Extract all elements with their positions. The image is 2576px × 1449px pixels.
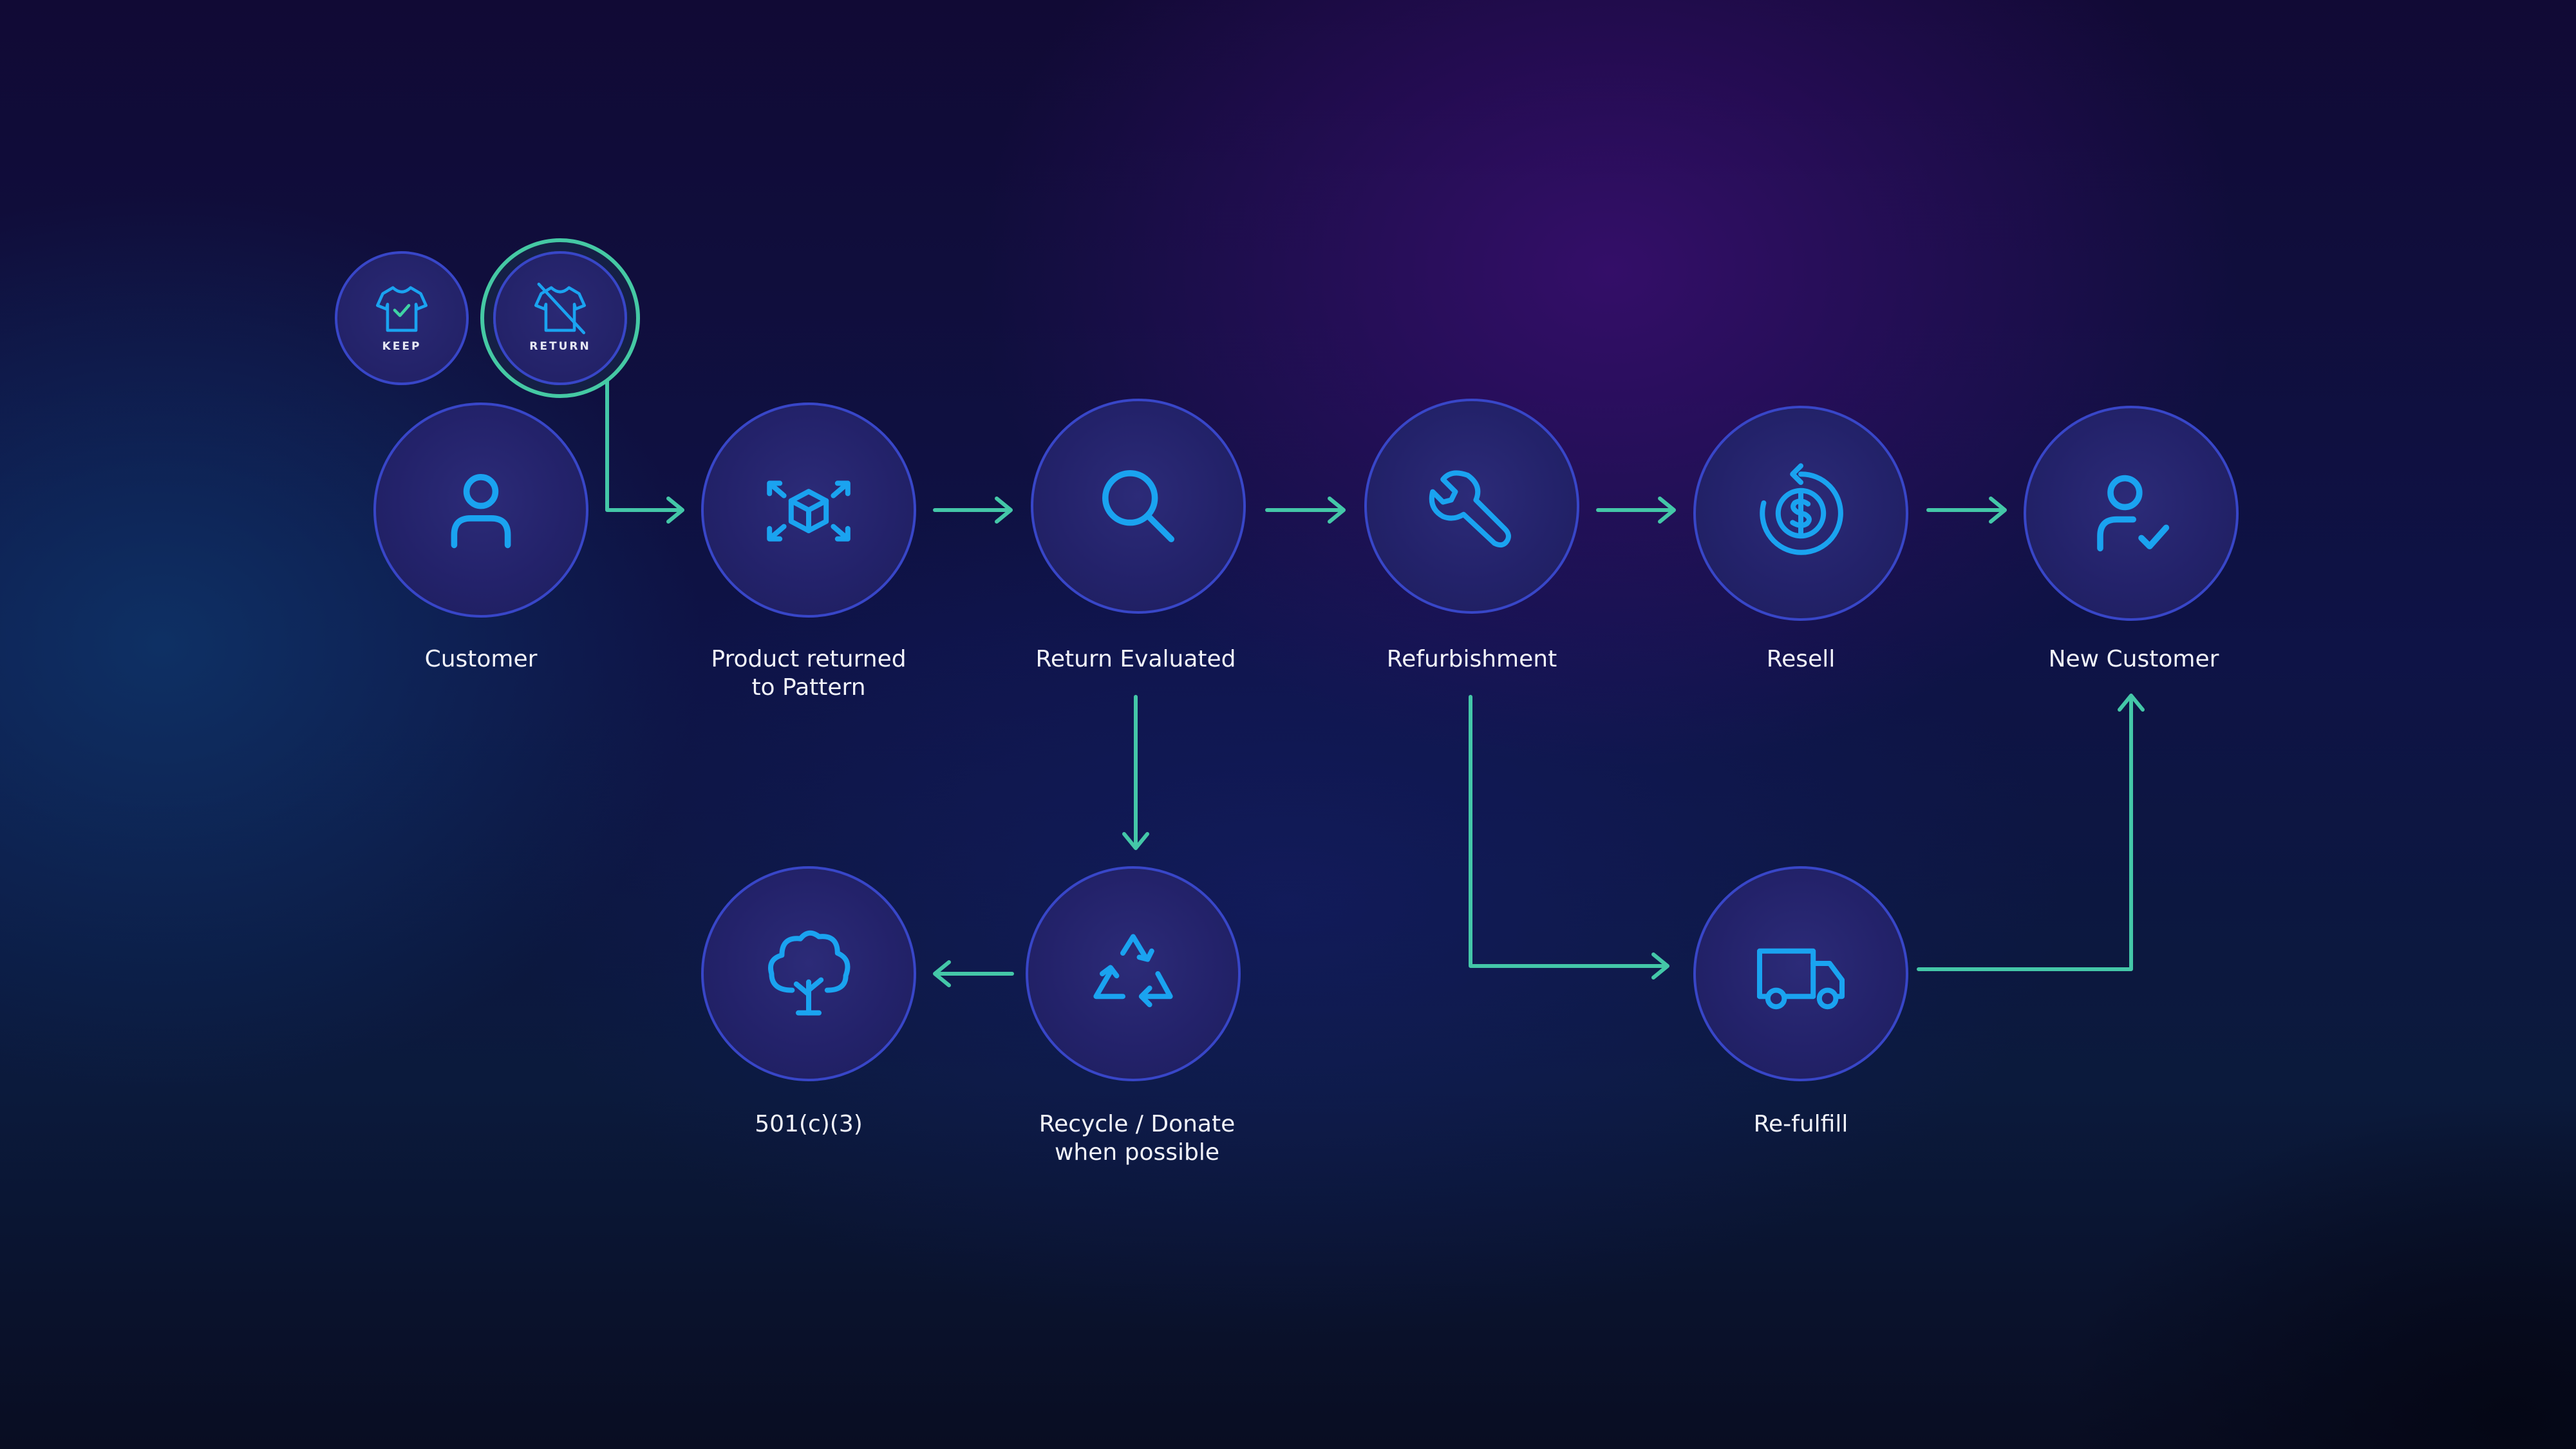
arrow-head-9 xyxy=(2118,694,2145,712)
truck-icon xyxy=(1757,948,1845,1010)
new-customer-node[interactable] xyxy=(2024,406,2239,621)
arrow-head-3 xyxy=(1328,497,1346,524)
return-label: RETURN xyxy=(529,340,591,353)
arrow-head-2 xyxy=(995,497,1013,524)
tshirt-check-icon xyxy=(375,286,428,332)
product-returned-label: Product returned to Pattern xyxy=(711,646,907,701)
arrow-head-7 xyxy=(933,960,951,987)
resell-node[interactable] xyxy=(1693,406,1908,621)
keep-label: KEEP xyxy=(382,340,422,353)
arrow-head-4 xyxy=(1658,497,1676,524)
return-evaluated-node[interactable] xyxy=(1031,399,1246,614)
arrow-return-head-1 xyxy=(666,497,684,524)
magnifier-icon xyxy=(1102,470,1174,542)
resell-label: Resell xyxy=(1766,646,1836,672)
refulfill-label: Re-fulfill xyxy=(1753,1111,1848,1137)
person-icon xyxy=(451,474,511,549)
recycle-node[interactable] xyxy=(1026,866,1241,1081)
nonprofit-node[interactable] xyxy=(701,866,916,1081)
tshirt-crossed-icon xyxy=(534,282,587,334)
return-badge[interactable]: RETURN xyxy=(493,251,627,385)
nonprofit-label: 501(c)(3) xyxy=(755,1111,863,1137)
refurbishment-label: Refurbishment xyxy=(1386,646,1557,672)
new-customer-label: New Customer xyxy=(2048,646,2219,672)
wrench-icon xyxy=(1429,470,1511,548)
recycle-label: Recycle / Donate when possible xyxy=(1039,1111,1236,1166)
arrow-head-8 xyxy=(1651,952,1669,980)
keep-badge[interactable]: KEEP xyxy=(335,251,469,385)
arrow-head-5 xyxy=(1989,497,2007,524)
refulfill-node[interactable] xyxy=(1693,866,1908,1081)
person-check-icon xyxy=(2097,475,2170,552)
arrow-refulfill-to-new-customer xyxy=(1917,695,2133,971)
return-evaluated-label: Return Evaluated xyxy=(1035,646,1236,672)
customer-node[interactable] xyxy=(373,402,588,618)
arrow-return-to-product xyxy=(605,377,683,512)
dollar-cycle-icon xyxy=(1760,463,1843,555)
recycle-icon xyxy=(1093,934,1173,1007)
customer-label: Customer xyxy=(424,646,538,672)
tree-icon xyxy=(768,930,851,1016)
refurbishment-node[interactable] xyxy=(1364,399,1579,614)
product-returned-node[interactable] xyxy=(701,402,916,618)
arrow-head-6 xyxy=(1122,832,1149,850)
arrow-refurbishment-to-refulfill xyxy=(1469,695,1668,968)
box-expand-icon xyxy=(767,480,851,542)
